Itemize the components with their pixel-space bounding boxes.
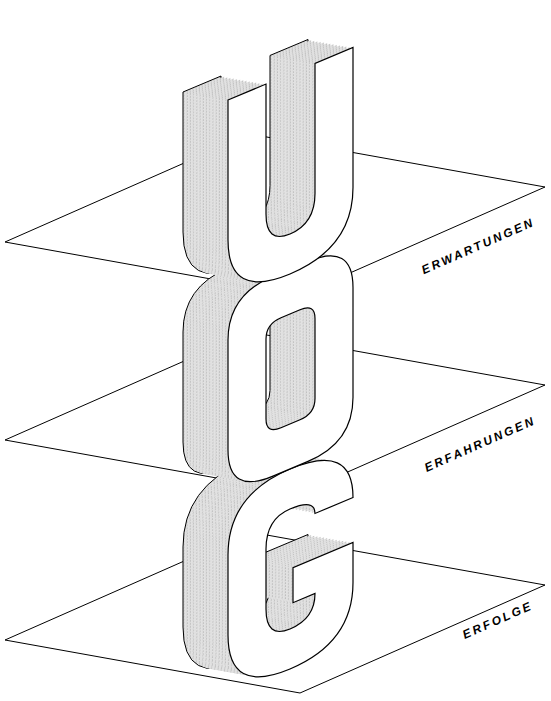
plane-label: ERWARTUNGEN [417, 214, 538, 278]
extruded-letter [183, 39, 353, 300]
plane-label: ERFOLGE [459, 598, 537, 643]
plane-label: ERFAHRUNGEN [420, 413, 539, 476]
